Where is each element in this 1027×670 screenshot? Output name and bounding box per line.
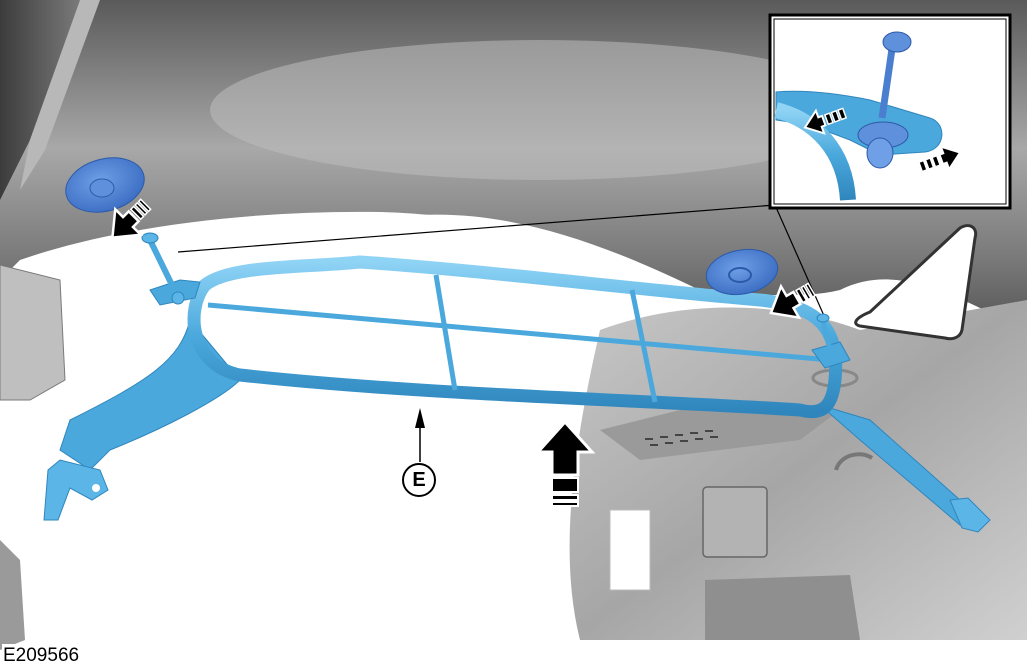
- callout-e-leader: [415, 408, 425, 462]
- detail-leader-line-2: [774, 204, 826, 319]
- install-arrow-right-icon: [769, 282, 817, 320]
- install-arrow-left-icon: [111, 198, 152, 239]
- figure-id: E209566: [2, 644, 83, 668]
- lift-arrow-icon: [534, 419, 596, 507]
- cargo-partition-bar: [43, 255, 991, 533]
- push-pin-fastener-left: [65, 157, 185, 305]
- release-arrow-right-icon: [917, 145, 962, 173]
- detail-leader-line-1: [177, 204, 776, 253]
- push-pin-fastener-right: [705, 248, 833, 351]
- release-arrow-left-icon: [803, 107, 848, 135]
- detail-inset: [768, 13, 1012, 210]
- callout-e: E: [402, 463, 436, 497]
